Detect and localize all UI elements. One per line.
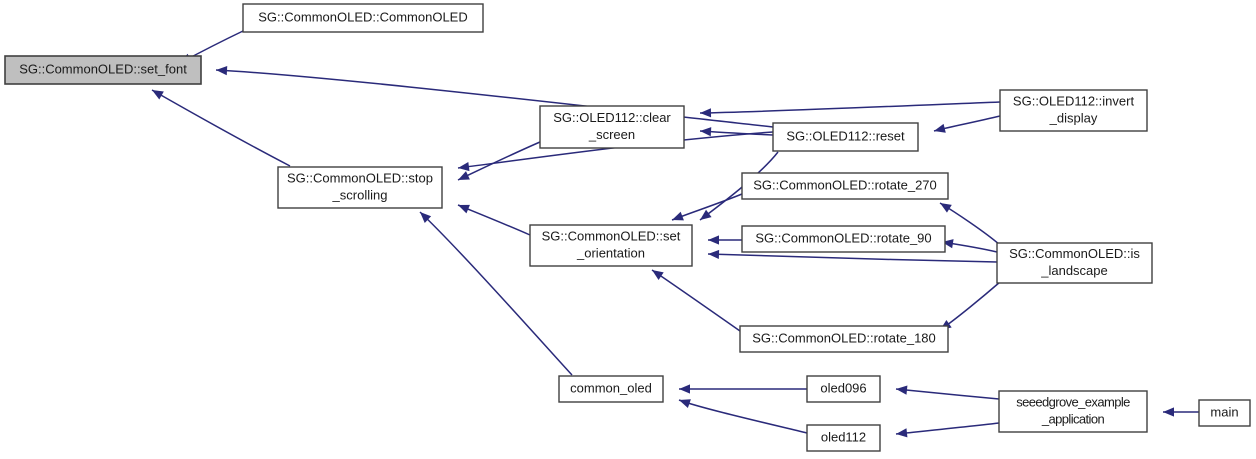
node-set_font[interactable]: SG::CommonOLED::set_font — [4, 55, 202, 85]
node-box-constructor[interactable] — [242, 3, 484, 33]
node-box-main[interactable] — [1198, 399, 1251, 427]
node-box-invert_display[interactable] — [999, 89, 1148, 132]
edge-rotate_180-to-set_orientation — [651, 269, 741, 332]
node-stop_scrolling[interactable]: SG::CommonOLED::stop_scrolling — [277, 166, 443, 209]
node-label-set_font: SG::CommonOLED::set_font — [19, 61, 187, 76]
edge-stop_scrolling-to-set_font — [151, 89, 291, 167]
node-box-rotate_90[interactable] — [741, 225, 946, 253]
node-box-seeedgrove_example_application[interactable] — [998, 390, 1148, 433]
node-label-is_landscape: _landscape — [1040, 263, 1108, 278]
arrowhead-reset-to-clear_screen — [700, 127, 712, 137]
arrowhead-seeedgrove_example_application-to-oled096 — [896, 385, 908, 395]
node-box-rotate_180[interactable] — [739, 325, 949, 353]
node-rotate_270[interactable]: SG::CommonOLED::rotate_270 — [741, 172, 949, 200]
arrowhead-stop_scrolling-to-set_font — [152, 90, 164, 100]
node-box-reset[interactable] — [772, 122, 919, 152]
node-box-set_orientation[interactable] — [529, 224, 693, 267]
node-label-main: main — [1210, 404, 1238, 419]
arrowhead-rotate_270-to-set_orientation — [672, 211, 684, 221]
node-seeedgrove_example_application[interactable]: seeedgrove_example _application — [998, 390, 1148, 433]
arrowhead-invert_display-to-reset — [934, 123, 946, 133]
arrowhead-reset-to-set_orientation — [700, 209, 712, 220]
node-oled112[interactable]: oled112 — [806, 424, 881, 452]
node-box-common_oled[interactable] — [558, 375, 664, 403]
node-label-set_orientation: _orientation — [576, 245, 645, 260]
node-box-is_landscape[interactable] — [996, 242, 1153, 284]
node-oled096[interactable]: oled096 — [806, 375, 881, 403]
node-label-oled096: oled096 — [820, 380, 866, 395]
node-reset[interactable]: SG::OLED112::reset — [772, 122, 919, 152]
edge-seeedgrove_example_application-to-oled112 — [895, 422, 1000, 435]
arrowhead-reset-to-stop_scrolling — [458, 162, 470, 172]
node-label-invert_display: SG::OLED112::invert — [1013, 93, 1135, 108]
edge-invert_display-to-clear_screen — [699, 101, 1001, 114]
node-label-clear_screen: SG::OLED112::clear — [553, 110, 671, 125]
node-label-seeedgrove_example_application: seeedgrove_example — [1016, 394, 1130, 409]
node-rotate_180[interactable]: SG::CommonOLED::rotate_180 — [739, 325, 949, 353]
node-box-clear_screen[interactable] — [539, 105, 685, 149]
arrowhead-common_oled-to-stop_scrolling — [420, 212, 432, 223]
node-label-seeedgrove_example_application: _application — [1041, 411, 1105, 426]
arrowhead-clear_screen-to-stop_scrolling — [458, 171, 470, 180]
node-rotate_90[interactable]: SG::CommonOLED::rotate_90 — [741, 225, 946, 253]
edge-reset-to-set_font — [215, 69, 774, 128]
arrowhead-main-to-seeedgrove_example_application — [1163, 407, 1174, 417]
arrowhead-is_landscape-to-rotate_270 — [940, 203, 952, 213]
edge-set_orientation-to-stop_scrolling — [457, 204, 531, 236]
edge-clear_screen-to-stop_scrolling — [457, 141, 541, 181]
node-invert_display[interactable]: SG::OLED112::invert_display — [999, 89, 1148, 132]
node-constructor[interactable]: SG::CommonOLED::CommonOLED — [242, 3, 484, 33]
node-main[interactable]: main — [1198, 399, 1251, 427]
node-label-invert_display: _display — [1049, 110, 1098, 125]
arrowhead-set_orientation-to-stop_scrolling — [458, 204, 470, 214]
nodes-layer: SG::CommonOLED::set_fontSG::CommonOLED::… — [4, 3, 1251, 452]
node-label-stop_scrolling: _scrolling — [332, 187, 388, 202]
node-box-set_font[interactable] — [4, 55, 202, 85]
node-label-is_landscape: SG::CommonOLED::is — [1009, 246, 1140, 261]
node-label-rotate_180: SG::CommonOLED::rotate_180 — [752, 330, 936, 345]
node-label-stop_scrolling: SG::CommonOLED::stop — [287, 170, 433, 185]
node-label-constructor: SG::CommonOLED::CommonOLED — [258, 9, 468, 24]
edge-oled112-to-common_oled — [678, 399, 808, 434]
node-common_oled[interactable]: common_oled — [558, 375, 664, 403]
node-set_orientation[interactable]: SG::CommonOLED::set_orientation — [529, 224, 693, 267]
node-label-reset: SG::OLED112::reset — [786, 128, 905, 143]
node-box-oled096[interactable] — [806, 375, 881, 403]
edge-is_landscape-to-rotate_180 — [939, 281, 1001, 331]
arrowhead-rotate_90-to-set_orientation — [708, 235, 719, 245]
edge-reset-to-stop_scrolling — [457, 131, 774, 169]
node-label-rotate_90: SG::CommonOLED::rotate_90 — [755, 230, 931, 245]
node-label-clear_screen: _screen — [588, 127, 635, 142]
arrowhead-invert_display-to-clear_screen — [700, 108, 712, 118]
arrowhead-is_landscape-to-set_orientation — [708, 249, 720, 260]
node-clear_screen[interactable]: SG::OLED112::clear_screen — [539, 105, 685, 149]
node-box-oled112[interactable] — [806, 424, 881, 452]
node-label-rotate_270: SG::CommonOLED::rotate_270 — [753, 177, 937, 192]
edge-common_oled-to-stop_scrolling — [419, 211, 573, 376]
arrowhead-oled096-to-common_oled — [679, 384, 690, 394]
arrowhead-oled112-to-common_oled — [679, 399, 691, 408]
node-label-oled112: oled112 — [821, 429, 866, 444]
edge-seeedgrove_example_application-to-oled096 — [895, 388, 1000, 400]
edges-layer — [151, 30, 1199, 438]
node-label-common_oled: common_oled — [570, 380, 652, 395]
edge-is_landscape-to-set_orientation — [707, 253, 998, 263]
node-box-rotate_270[interactable] — [741, 172, 949, 200]
node-is_landscape[interactable]: SG::CommonOLED::is_landscape — [996, 242, 1153, 284]
node-label-set_orientation: SG::CommonOLED::set — [542, 228, 681, 243]
node-box-stop_scrolling[interactable] — [277, 166, 443, 209]
arrowhead-rotate_180-to-set_orientation — [652, 270, 664, 280]
arrowhead-seeedgrove_example_application-to-oled112 — [896, 428, 908, 438]
arrowhead-reset-to-set_font — [216, 66, 228, 76]
